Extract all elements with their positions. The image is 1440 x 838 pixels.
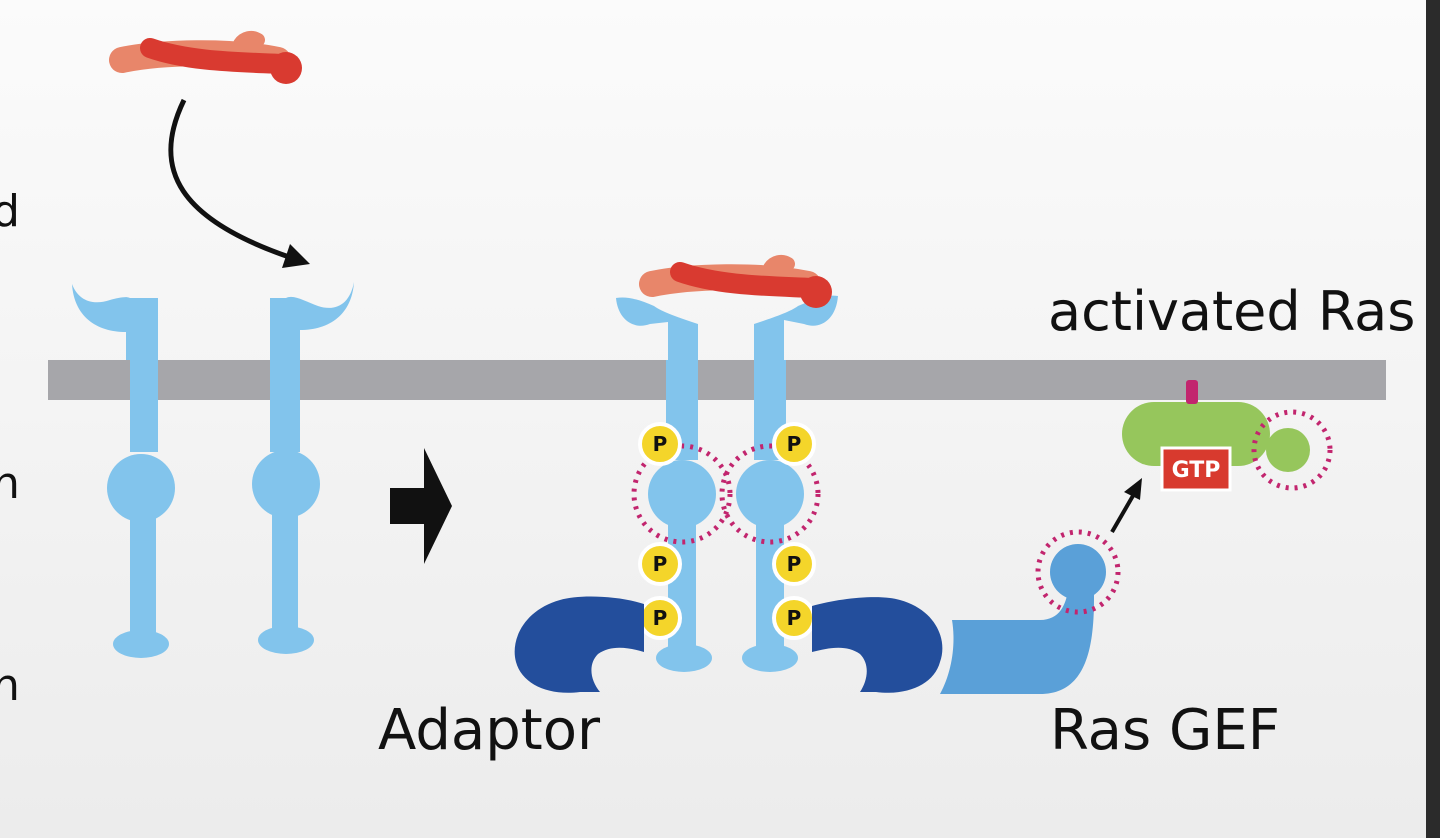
cropped-edge-text: n [0, 660, 20, 711]
phospho-site: P [772, 422, 816, 466]
bound-ligand [652, 262, 832, 308]
adaptor-protein-right [812, 597, 943, 693]
svg-text:P: P [653, 552, 668, 576]
kinase-activation-marks [631, 443, 821, 545]
gtp-label: GTP [1172, 458, 1221, 483]
lipid-anchor [1186, 380, 1198, 404]
transition-arrow [390, 448, 452, 564]
phospho-site: P [772, 596, 816, 640]
cell-membrane [48, 360, 1386, 400]
activated-ras-protein: GTP [1122, 380, 1333, 492]
cropped-edge-text: n [0, 458, 20, 509]
gef-activation-arrowhead [1124, 478, 1142, 500]
adaptor-protein-left [514, 596, 644, 693]
binding-arrow [168, 98, 293, 261]
svg-text:P: P [787, 552, 802, 576]
inactive-receptor-right [252, 282, 354, 654]
svg-text:P: P [653, 432, 668, 456]
phospho-site: P [638, 596, 682, 640]
adaptor-label: Adaptor [378, 698, 600, 763]
activated-ras-label: activated Ras [1048, 280, 1416, 343]
phosphate-groups: P P P P P P [638, 422, 816, 640]
svg-text:P: P [653, 606, 668, 630]
gtp-box [1160, 446, 1232, 492]
svg-text:P: P [787, 432, 802, 456]
ras-gef-label: Ras GEF [1050, 698, 1280, 763]
free-ligand [122, 38, 302, 84]
phospho-site: P [772, 542, 816, 586]
svg-text:P: P [787, 606, 802, 630]
gef-activation-arrow [1110, 492, 1136, 534]
cropped-edge-text: d [0, 186, 20, 237]
ras-gef-protein [940, 529, 1121, 694]
window-edge [1426, 0, 1440, 838]
binding-arrowhead [282, 244, 310, 268]
phospho-site: P [638, 542, 682, 586]
phospho-site: P [638, 422, 682, 466]
inactive-receptor-left [72, 284, 175, 658]
